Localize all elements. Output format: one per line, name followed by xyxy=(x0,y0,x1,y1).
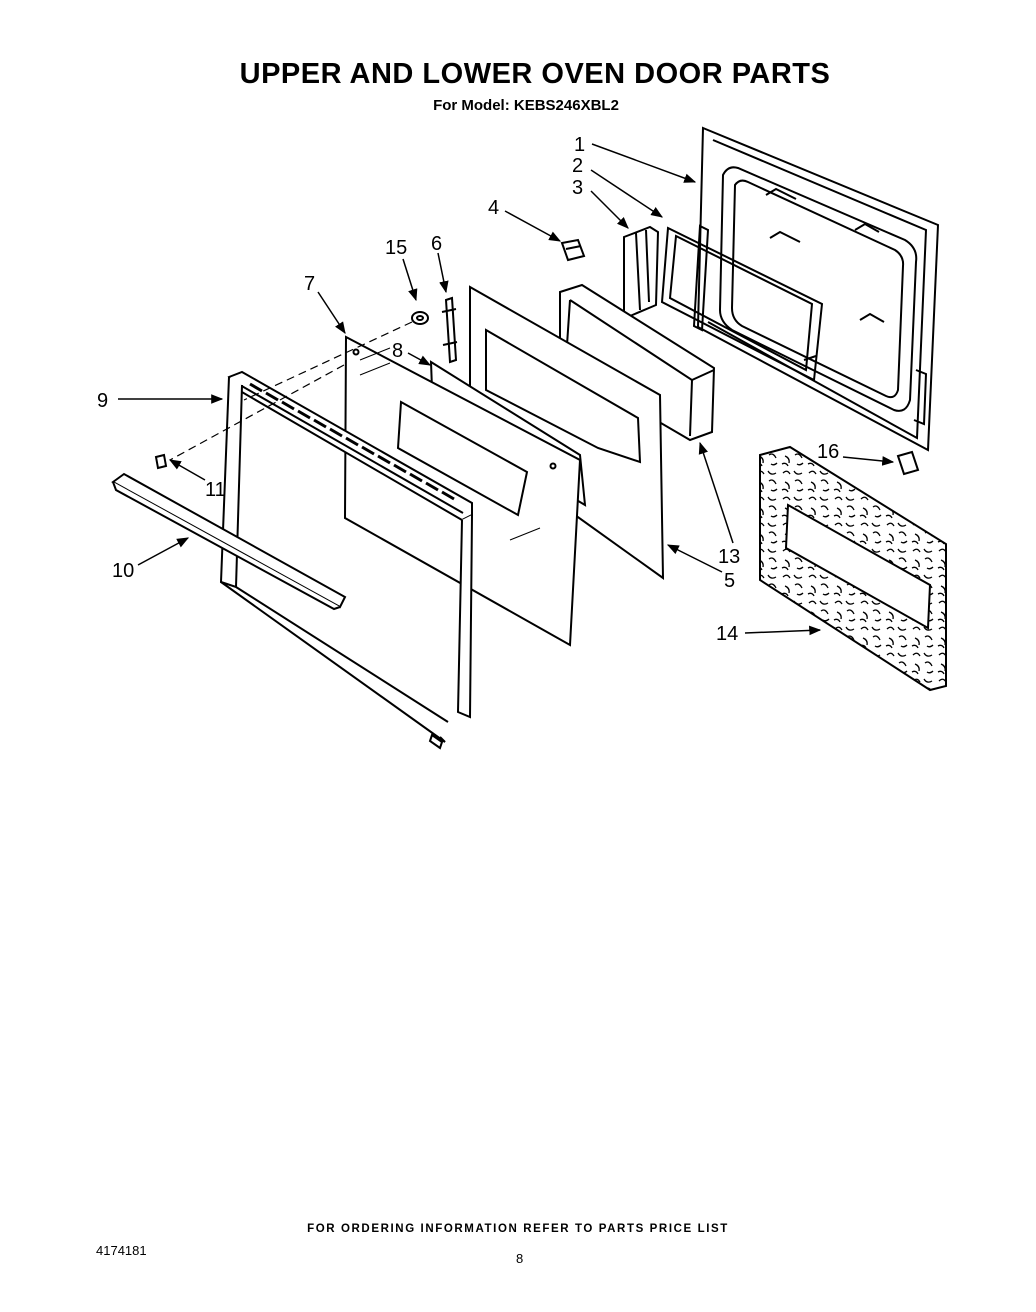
part-11-clip xyxy=(154,453,168,470)
part-9-door-frame xyxy=(219,370,473,750)
assembly-lines xyxy=(169,321,413,461)
part-7-outer-glass xyxy=(343,335,582,647)
part-10-door-handle xyxy=(111,472,347,611)
page-number: 8 xyxy=(516,1251,524,1266)
document-number: 4174181 xyxy=(96,1243,147,1258)
part-3-bracket xyxy=(623,225,660,318)
callout-3: 3 xyxy=(572,177,583,199)
callout-15: 15 xyxy=(385,237,407,259)
callout-13: 13 xyxy=(718,546,740,568)
model-subtitle: For Model: KEBS246XBL2 xyxy=(433,97,619,114)
part-4-clip xyxy=(560,238,586,262)
part-14-insulation-pad xyxy=(759,445,947,692)
callout-1: 1 xyxy=(574,134,585,156)
callout-11: 11 xyxy=(205,479,226,501)
callout-4: 4 xyxy=(488,197,499,219)
callout-2: 2 xyxy=(572,155,583,177)
part-1-inner-door-panel xyxy=(696,126,940,452)
page-title: UPPER AND LOWER OVEN DOOR PARTS xyxy=(239,58,831,90)
part-16-block xyxy=(896,450,920,476)
part-5-glass-panel xyxy=(469,285,665,580)
part-15-grommet xyxy=(411,311,429,325)
callout-6: 6 xyxy=(431,233,442,255)
ordering-note: FOR ORDERING INFORMATION REFER TO PARTS … xyxy=(307,1223,729,1235)
callout-5: 5 xyxy=(724,570,735,592)
callout-14: 14 xyxy=(716,623,738,645)
callout-8: 8 xyxy=(392,340,403,362)
callout-16: 16 xyxy=(817,441,839,463)
part-6-hinge xyxy=(441,296,458,364)
callout-9: 9 xyxy=(97,390,108,412)
callout-7: 7 xyxy=(304,273,315,295)
leader-lines xyxy=(118,143,895,636)
callout-10: 10 xyxy=(112,560,134,582)
part-2-door-gasket xyxy=(660,224,824,382)
